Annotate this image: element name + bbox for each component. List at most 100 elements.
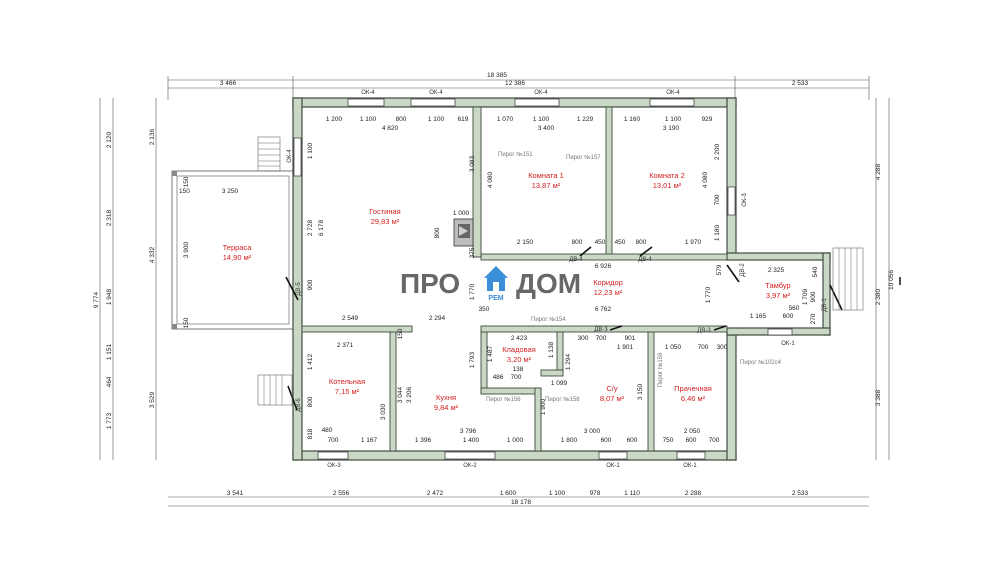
dim-in-579: 579 (716, 264, 723, 275)
dim-bottom-5: 1 100 (549, 490, 566, 497)
window-ok1-c (767, 328, 793, 336)
label-ok3-right: ОК-3 (742, 193, 748, 207)
dim-left-total: 9 774 (93, 291, 100, 308)
dim-in-kot-w: 2 371 (337, 342, 354, 349)
dim-in-10: 1 100 (665, 116, 682, 123)
label-dv1: ДВ-1 (822, 298, 828, 312)
dim-terrace-150c: 150 (183, 317, 190, 328)
dim-in-su-11: 600 (627, 437, 638, 444)
room-kotelnaya-name: Котельная (329, 377, 365, 386)
dim-in-3190: 3 190 (663, 125, 680, 132)
label-ok1-b: ОК-1 (683, 463, 697, 469)
dim-left-seg-1: 2 136 (149, 128, 156, 145)
pirog-tags: Пирог №151 Пирог №157 Пирог №154 Пирог №… (486, 151, 782, 403)
dim-in-gb1: 2 549 (342, 315, 359, 322)
dim-in-kot-s1: 1 412 (307, 353, 314, 370)
label-dv3-1: ДВ-3 (594, 327, 608, 333)
dim-in-k2b2: 800 (636, 239, 647, 246)
dim-bottom-8: 2 288 (685, 490, 702, 497)
dim-bottom-7: 1 110 (624, 490, 640, 497)
dim-in-v6178: 6 178 (318, 219, 325, 236)
dim-in-k2b3: 1 970 (685, 239, 702, 246)
dim-in-1770a: 1 770 (469, 283, 476, 300)
watermark-left: ПРО (400, 268, 460, 299)
dim-left-seg-3: 3 529 (149, 391, 156, 408)
dim-in-su-4: 1 901 (617, 344, 634, 351)
door-dv4-2 (639, 246, 653, 257)
dim-top-right: 2 533 (792, 80, 809, 87)
watermark-sub: РЕМ (488, 295, 503, 302)
dim-in-pr-5: 750 (663, 437, 674, 444)
dim-bottom-6: 978 (590, 490, 601, 497)
dim-in-k2h: 4 080 (702, 171, 709, 188)
dim-in-su-2: 700 (596, 335, 607, 342)
dim-in-8: 1 229 (577, 116, 594, 123)
dim-top-mid: 12 386 (505, 80, 525, 87)
room-terrasa-area: 14,90 м² (223, 253, 252, 262)
dim-in-kl-7: 1 099 (551, 380, 568, 387)
room-kotelnaya-area: 7,15 м² (335, 387, 360, 396)
window-ok4-2 (410, 98, 456, 107)
label-ok4-2: ОК-4 (429, 90, 443, 96)
label-dv6: ДВ-6 (296, 398, 302, 412)
label-ok1-c: ОК-1 (781, 341, 795, 347)
dim-in-kot-s3: 480 (322, 427, 333, 434)
dim-in-pr-3: 300 (717, 344, 728, 351)
room-kladovaya-area: 3,20 м² (507, 355, 532, 364)
room-terrasa-name: Терраса (223, 243, 253, 252)
left-dimensions: 9 774 2 120 2 318 1 948 1 151 464 1 773 … (93, 98, 157, 460)
dim-bottom-4: 1 600 (500, 490, 517, 497)
dim-in-3400: 3 400 (538, 125, 555, 132)
dim-in-kl-6: 700 (511, 374, 522, 381)
room-komnata1-area: 13,87 м² (532, 181, 561, 190)
dim-in-tam-s3: 270 (810, 313, 817, 324)
dim-in-kuh-b1: 1 396 (415, 437, 432, 444)
dim-in-tam-b3: 560 (789, 305, 800, 312)
house-icon (484, 266, 508, 291)
dim-left-seg-2: 4 332 (149, 246, 156, 263)
door-dv3-2 (713, 325, 727, 331)
dim-bottom-2: 2 556 (333, 490, 350, 497)
dim-in-tam-b1: 1 165 (750, 313, 767, 320)
dim-in-tam-b2: 600 (783, 313, 794, 320)
room-komnata2-area: 13,01 м² (653, 181, 682, 190)
room-tambur-name: Тамбур (765, 281, 790, 290)
dim-in-4: 1 100 (428, 116, 445, 123)
dim-in-540: 540 (812, 266, 819, 277)
dim-in-v900: 900 (307, 279, 314, 290)
dim-in-kuh-b4: 3 796 (460, 428, 477, 435)
dim-in-su-3: 901 (625, 335, 636, 342)
dim-in-kl-1: 2 423 (511, 335, 528, 342)
dim-in-4820: 4 820 (382, 125, 399, 132)
window-ok4-3 (514, 98, 560, 107)
dim-in-su-7: 3 150 (637, 383, 644, 400)
dim-bottom-1: 3 541 (227, 490, 244, 497)
window-ok1-a (598, 451, 628, 460)
label-ok3-bottom: ОК-3 (327, 463, 341, 469)
dim-bottom-9: 2 533 (792, 490, 809, 497)
dim-in-375: 375 (469, 247, 476, 258)
room-su-area: 8,07 м² (600, 394, 625, 403)
window-ok1-b (676, 451, 706, 460)
tag-p158: Пирог №158 (545, 396, 580, 403)
label-ok4-3: ОК-4 (534, 90, 548, 96)
dim-in-1770b: 1 770 (705, 286, 712, 303)
top-dimensions: 18 385 3 466 12 386 2 533 (167, 72, 870, 100)
door-dv3-1 (609, 325, 623, 331)
label-ok4-1: ОК-4 (361, 90, 375, 96)
dim-in-kuh-b3: 1 000 (507, 437, 524, 444)
terrace-structure: 3 250 3 900 150 150 150 (171, 136, 295, 330)
dim-in-k2s1: 2 200 (714, 143, 721, 160)
dim-in-7: 1 100 (533, 116, 550, 123)
tag-p102: Пирог №102с4 (740, 359, 782, 366)
label-dv4-2: ДВ-4 (638, 257, 652, 263)
label-ok2: ОК-2 (463, 463, 477, 469)
dim-in-pr-6: 600 (686, 437, 697, 444)
dim-in-pr-1: 1 050 (665, 344, 682, 351)
dim-in-6926: 6 926 (595, 263, 612, 270)
dim-in-pr-7: 700 (709, 437, 720, 444)
dim-in-gb2: 2 294 (429, 315, 446, 322)
dim-in-150: 150 (397, 328, 404, 339)
dim-in-kot-h: 3 030 (380, 403, 387, 420)
label-ok4-4: ОК-4 (666, 90, 680, 96)
